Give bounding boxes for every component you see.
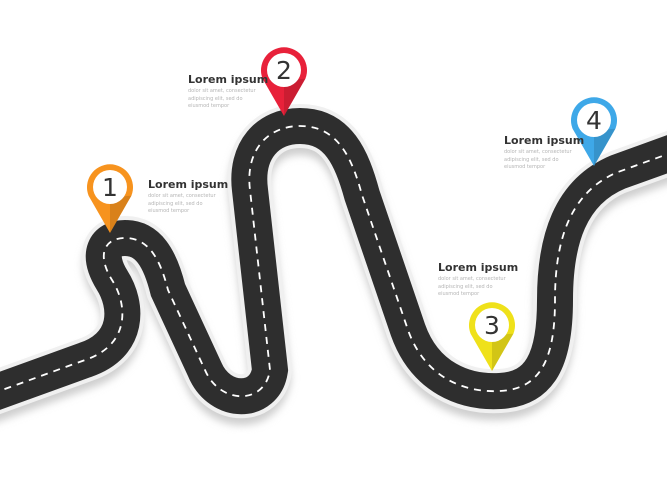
pin-2-number: 2 [276,56,292,85]
map-pin-3-icon: 3 [469,302,515,371]
pin-3-number: 3 [484,311,500,340]
step-1-title: Lorem ipsum [148,178,229,191]
step-4-title: Lorem ipsum [504,134,585,147]
road-center-line [0,125,667,397]
map-pin-4-icon: 4 [570,97,617,166]
step-2-title: Lorem ipsum [188,73,269,86]
pin-4-number: 4 [586,106,602,135]
pin-1-number: 1 [102,173,118,202]
map-pin-2-icon: 2 [260,47,307,116]
map-pin-1-icon: 1 [87,164,133,233]
step-3-title: Lorem ipsum [438,261,519,274]
